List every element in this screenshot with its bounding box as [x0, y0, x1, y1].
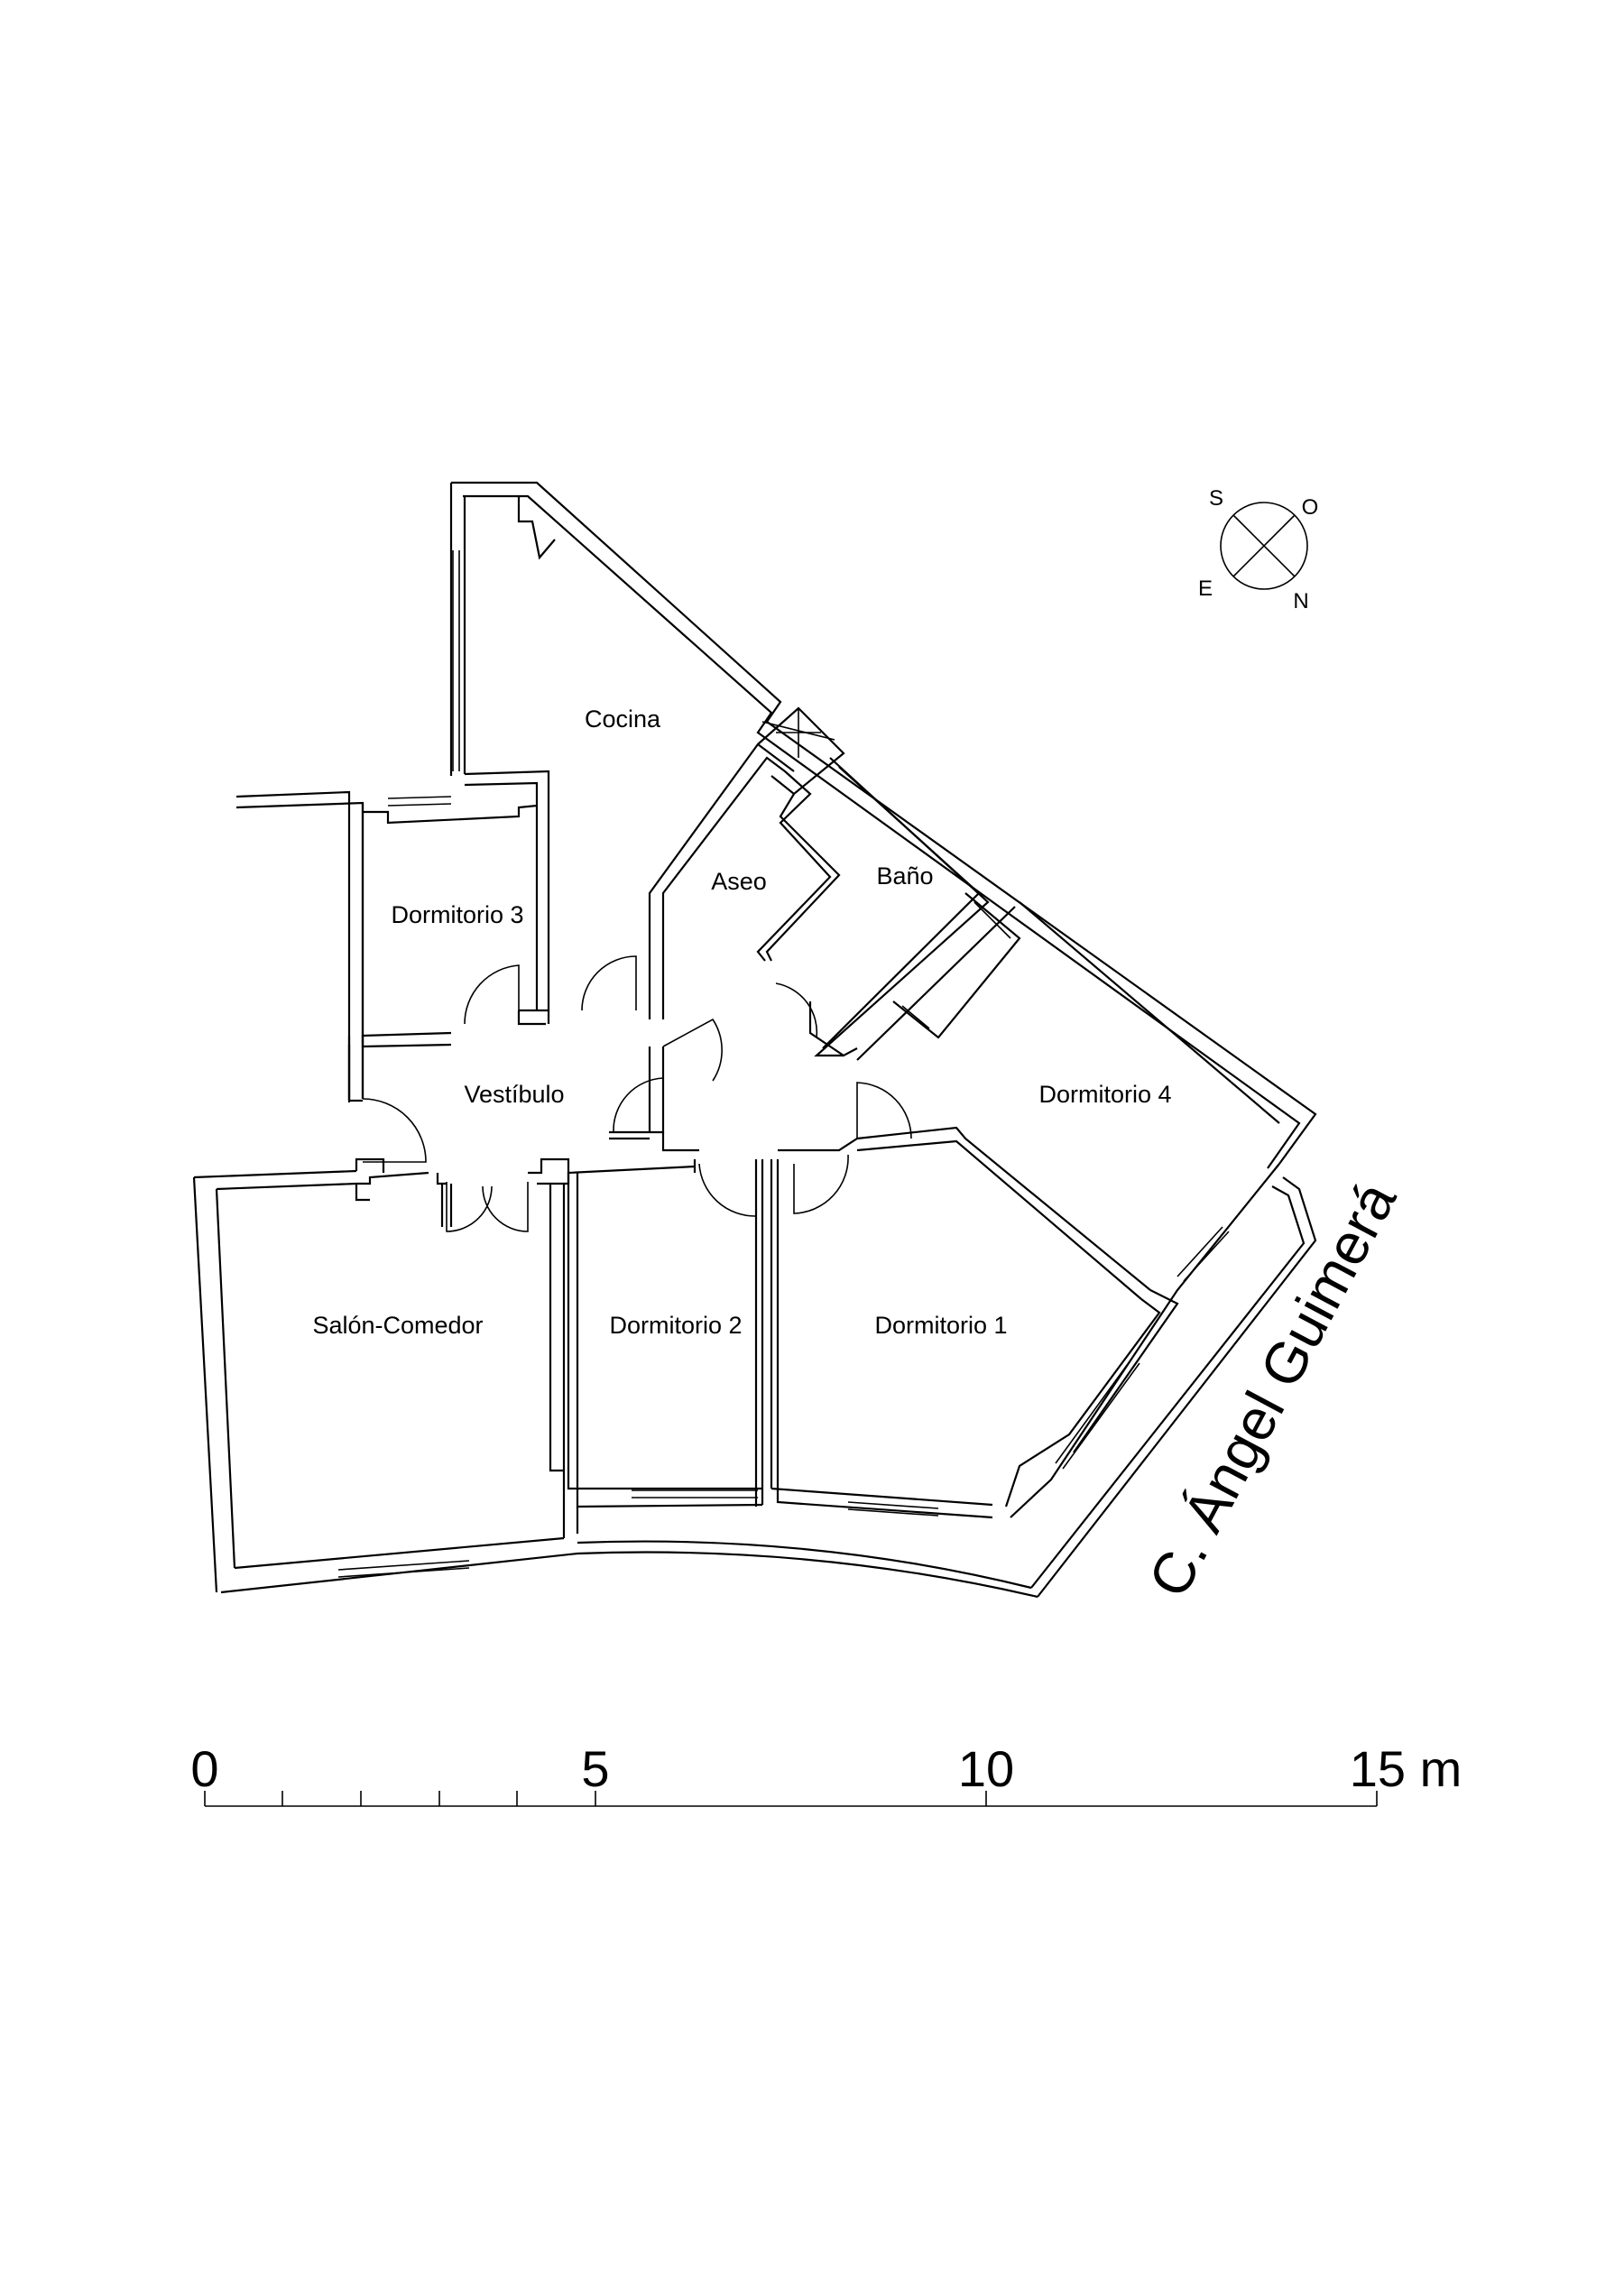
scale-label-15: 15 m	[1350, 1740, 1463, 1797]
dormitorio-2-walls	[567, 1159, 764, 1534]
doors	[362, 955, 912, 1232]
scale-label-10: 10	[958, 1740, 1014, 1797]
compass-icon: S O E N	[1198, 486, 1318, 613]
room-label-dormitorio-4: Dormitorio 4	[1038, 1081, 1171, 1108]
room-label-dormitorio-2: Dormitorio 2	[609, 1312, 742, 1339]
room-label-vestibulo: Vestíbulo	[464, 1081, 564, 1108]
room-label-aseo: Aseo	[711, 868, 767, 895]
door-corridor	[613, 1077, 664, 1133]
dormitorio-3-walls	[347, 796, 550, 1102]
vestibulo-walls	[347, 1036, 699, 1185]
door-bano	[775, 982, 818, 1038]
door-salon-left	[446, 1182, 493, 1232]
compass-e: E	[1198, 576, 1213, 601]
door-dormitorio-4	[856, 1082, 912, 1139]
door-aseo-hall	[662, 1018, 723, 1082]
door-dormitorio-2	[698, 1163, 757, 1217]
compass-s: S	[1209, 486, 1223, 511]
room-label-dormitorio-3: Dormitorio 3	[391, 901, 523, 928]
scale-bar: 0 5 10 15 m	[190, 1740, 1463, 1807]
door-cocina	[581, 955, 637, 1011]
scale-label-0: 0	[190, 1740, 218, 1797]
salon-comedor-walls	[337, 1184, 566, 1578]
street-name: C. Ángel Guimerá	[1136, 1171, 1409, 1607]
aseo-bano-walls	[648, 706, 1021, 1057]
door-dormitorio-3	[464, 964, 520, 1025]
dormitorio-1-walls	[770, 1138, 1179, 1519]
door-west	[362, 1098, 427, 1163]
compass-o: O	[1302, 495, 1319, 520]
dormitorio-4-walls	[856, 901, 1280, 1300]
kitchen-walls	[449, 483, 556, 1012]
room-label-salon-comedor: Salón-Comedor	[312, 1312, 483, 1339]
door-salon-right	[482, 1182, 529, 1232]
room-label-dormitorio-1: Dormitorio 1	[874, 1312, 1007, 1339]
compass-n: N	[1293, 589, 1308, 613]
room-label-bano: Baño	[876, 862, 933, 890]
door-dormitorio-1	[793, 1154, 849, 1214]
scale-label-5: 5	[581, 1740, 609, 1797]
room-label-cocina: Cocina	[585, 705, 661, 733]
outer-walls	[192, 481, 1317, 1599]
room-labels: Cocina Aseo Baño Dormitorio 3 Vestíbulo …	[312, 705, 1171, 1339]
